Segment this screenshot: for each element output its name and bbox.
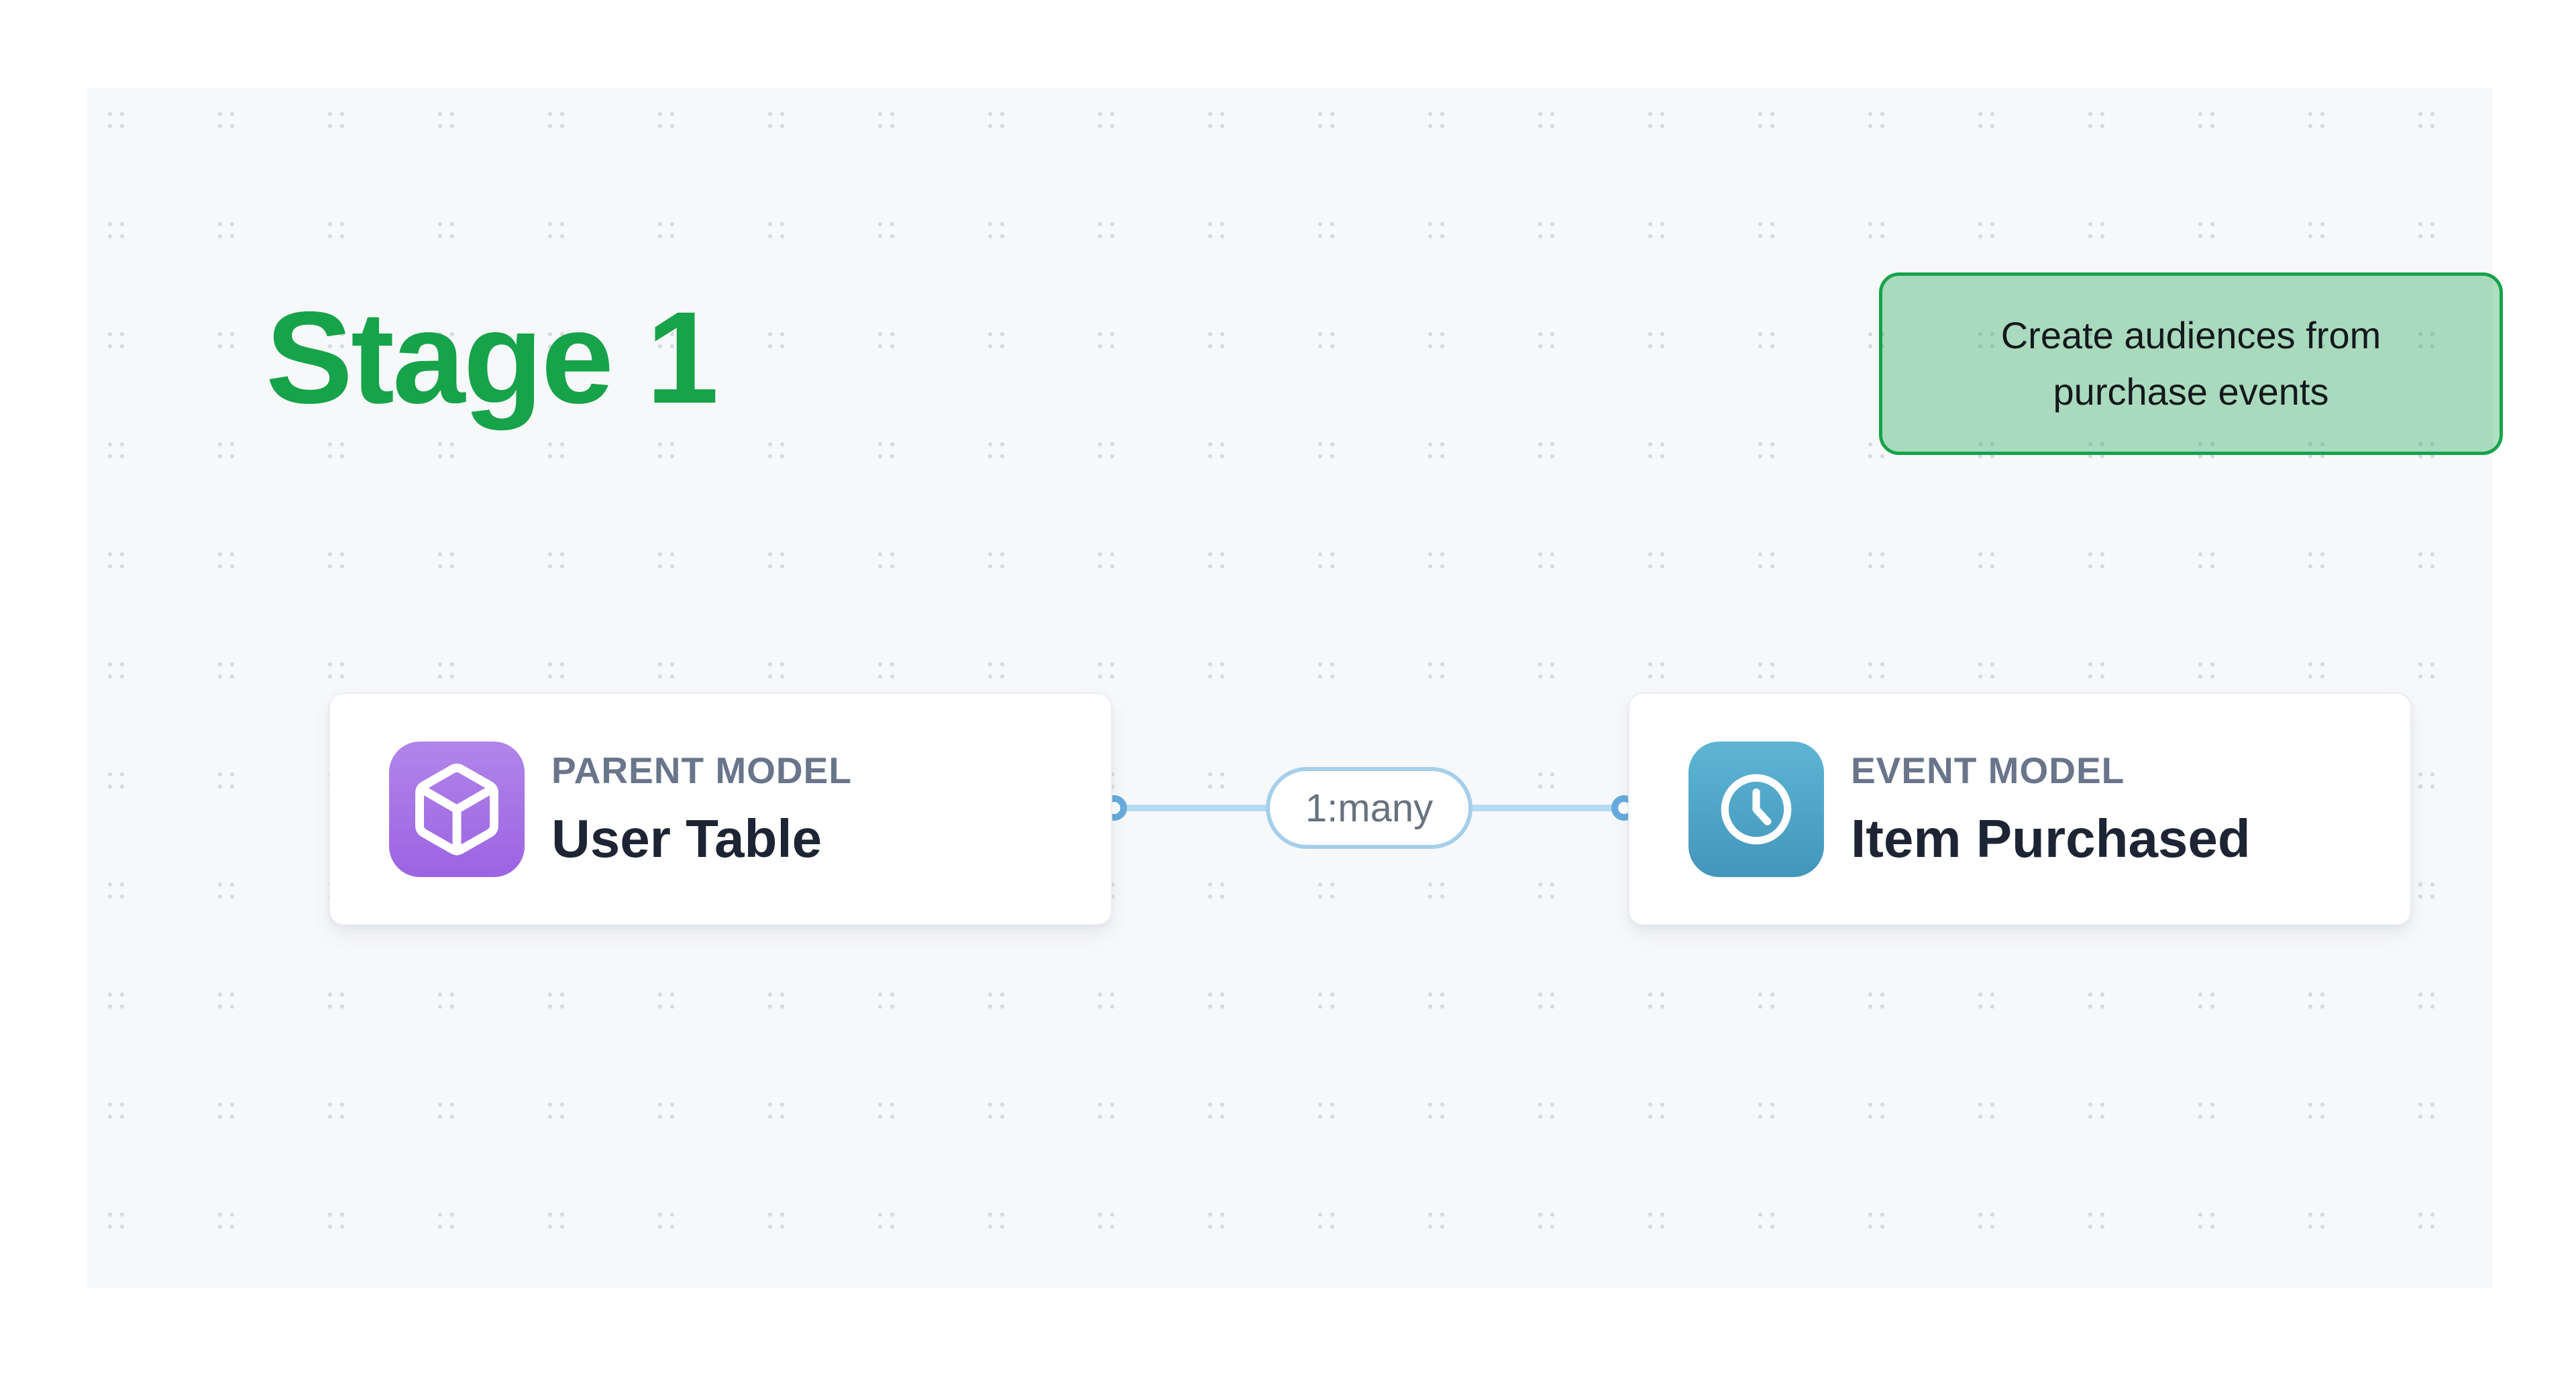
annotation-note[interactable]: Create audiences from purchase events (1879, 272, 2503, 455)
clock-icon (1688, 741, 1824, 877)
edge-cardinality-pill[interactable]: 1:many (1266, 767, 1472, 849)
annotation-line-1: Create audiences from (2000, 314, 2381, 356)
annotation-line-2: purchase events (2053, 370, 2329, 413)
cube-icon (389, 741, 525, 877)
node-event-model[interactable]: EVENT MODEL Item Purchased (1628, 693, 2412, 925)
node-parent-model[interactable]: PARENT MODEL User Table (329, 693, 1112, 925)
node-text-block: EVENT MODEL Item Purchased (1851, 748, 2251, 870)
node-name: User Table (551, 808, 822, 868)
node-type-label: EVENT MODEL (1851, 749, 2125, 791)
edge-cardinality-label: 1:many (1305, 786, 1434, 830)
node-name: Item Purchased (1851, 808, 2251, 868)
node-type-label: PARENT MODEL (551, 749, 852, 791)
node-text-block: PARENT MODEL User Table (551, 748, 852, 870)
stage-title: Stage 1 (266, 285, 719, 431)
flow-canvas: Stage 1 Create audiences from purchase e… (87, 88, 2503, 1288)
